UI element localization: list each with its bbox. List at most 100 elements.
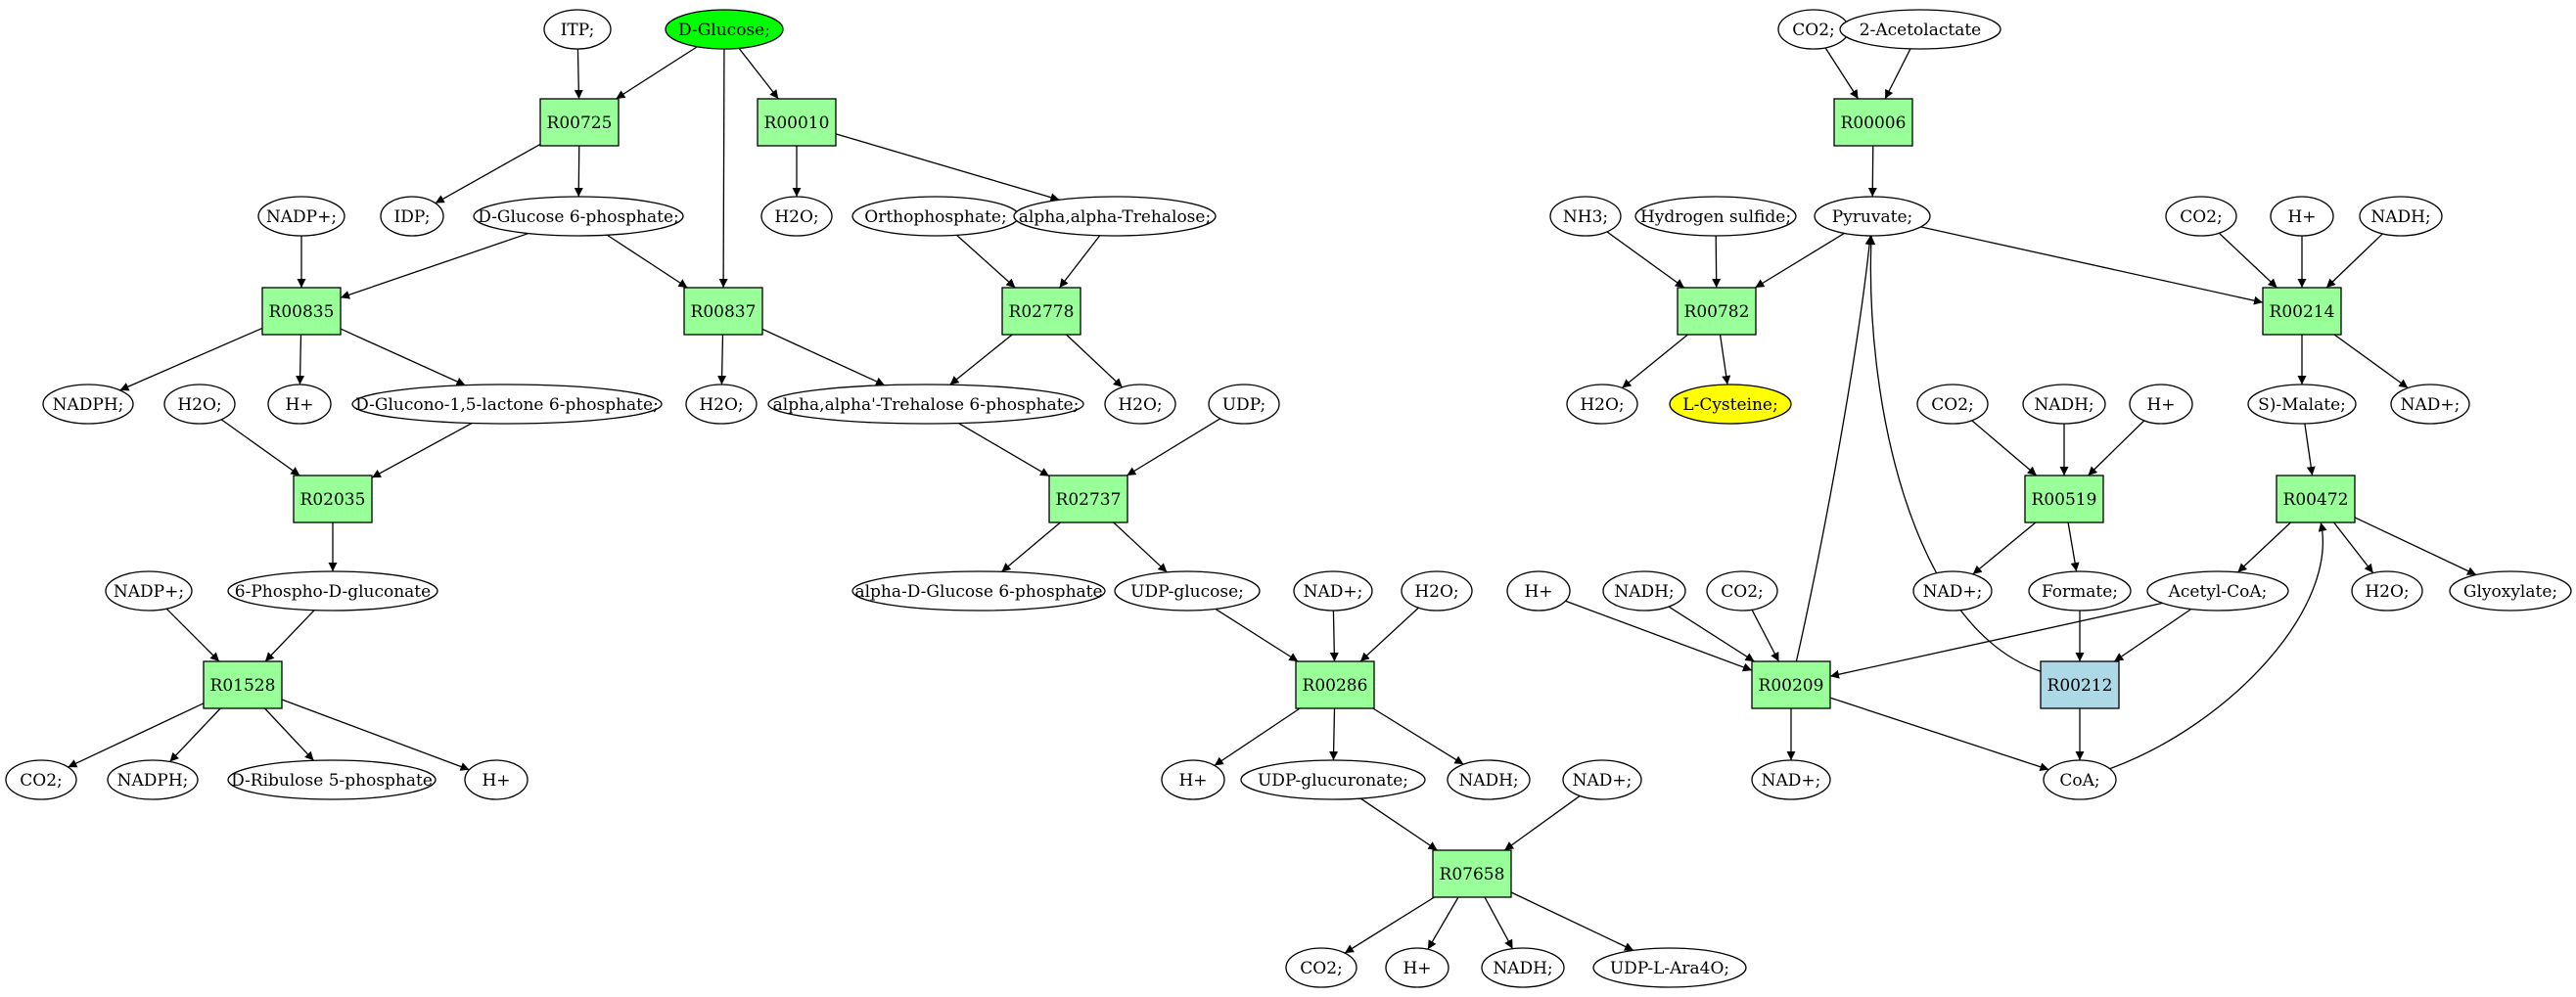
metabolite-ellipse	[1912, 570, 1993, 612]
node-label: NAD+;	[1762, 771, 1821, 791]
edge-r00782-to-lcys	[1719, 334, 1731, 385]
node-label: H2O;	[1414, 582, 1458, 602]
edge-pglc-to-r01528	[264, 610, 315, 662]
edge-ortho-to-r02778	[956, 234, 1016, 289]
metabolite-ellipse	[1634, 196, 1797, 237]
node-label: Glyoxylate;	[2463, 582, 2557, 602]
metabolite-ellipse	[2449, 570, 2572, 612]
metabolite-node-h2o_c: H2O;	[685, 384, 758, 425]
edge-r01528-to-ru5p	[264, 707, 314, 761]
metabolite-ellipse	[5, 759, 77, 800]
metabolite-ellipse	[1839, 9, 2001, 50]
node-label: IDP;	[394, 207, 431, 227]
metabolite-ellipse	[1549, 196, 1622, 237]
metabolite-ellipse	[1814, 196, 1931, 237]
node-label: H+	[2146, 395, 2175, 415]
metabolite-ellipse	[464, 759, 529, 800]
edge-nad2-to-r07658	[1503, 794, 1581, 851]
node-label: D-Glucose 6-phosphate;	[478, 207, 679, 227]
node-label: R00006	[1841, 113, 1907, 133]
metabolite-node-udpg: UDP-glucose;	[1114, 570, 1261, 612]
node-label: NADP+;	[266, 207, 337, 227]
edge-dglc-to-r00837	[718, 48, 728, 289]
node-label: NADH;	[2034, 395, 2093, 415]
reaction-node-r02737: R02737	[1048, 475, 1128, 523]
metabolite-node-hp7: H+	[1506, 570, 1571, 612]
metabolite-ellipse	[2390, 384, 2470, 425]
node-label: R02778	[1009, 302, 1075, 322]
metabolite-node-accoa: Acetyl-CoA;	[2146, 570, 2289, 612]
metabolite-ellipse	[351, 384, 663, 425]
metabolite-node-nad3: NAD+;	[2390, 384, 2470, 425]
node-label: D-Glucono-1,5-lactone 6-phosphate;	[355, 395, 659, 415]
node-label: H2O;	[177, 395, 221, 415]
node-label: UDP-glucose;	[1130, 582, 1244, 602]
metabolite-node-hp6: H+	[2129, 384, 2193, 425]
edge-r02778-to-h2o_d	[1066, 334, 1124, 388]
metabolite-ellipse	[267, 384, 332, 425]
metabolite-node-t6p: alpha,alpha'-Trehalose 6-phosphate;	[767, 384, 1084, 425]
metabolite-ellipse	[1669, 384, 1792, 425]
reaction-box	[2276, 475, 2356, 523]
metabolite-node-h2o_g: H2O;	[2351, 570, 2423, 612]
reaction-node-r00472: R00472	[2276, 475, 2356, 523]
node-label: H+	[1403, 959, 1431, 978]
reaction-node-r00010: R00010	[757, 98, 837, 147]
edge-gl6p-to-r02035	[371, 422, 473, 478]
metabolite-ellipse	[473, 196, 684, 237]
metabolite-node-nadh2: NADH;	[1481, 947, 1565, 988]
edge-r00212-to-pyr	[1866, 235, 2042, 672]
edge-coa-to-r00472	[2109, 521, 2327, 770]
metabolite-ellipse	[1104, 384, 1176, 425]
node-label: CO2;	[1300, 959, 1343, 978]
node-label: alpha-D-Glucose 6-phosphate	[854, 582, 1102, 602]
node-label: H2O;	[2365, 582, 2409, 602]
node-label: 2-Acetolactate	[1860, 21, 1981, 40]
node-label: H+	[2287, 207, 2316, 227]
metabolite-ellipse	[665, 9, 784, 50]
edge-r00835-to-gl6p	[340, 328, 466, 386]
metabolite-ellipse	[163, 384, 236, 425]
edge-nadp2-to-r01528	[165, 608, 220, 662]
node-label: NADP+;	[114, 582, 184, 602]
node-label: NADH;	[1458, 771, 1518, 791]
metabolite-ellipse	[1592, 947, 1747, 988]
edge-co2_4-to-r00214	[2218, 232, 2277, 289]
node-label: NAD+;	[1304, 582, 1363, 602]
node-label: NH3;	[1563, 207, 1608, 227]
reaction-node-r00835: R00835	[261, 287, 342, 336]
node-label: CO2;	[1721, 582, 1764, 602]
reaction-box	[1751, 660, 1831, 709]
node-label: H+	[1178, 771, 1207, 791]
edge-dglc-to-r00725	[616, 46, 698, 100]
edge-r00209-to-pyr	[1795, 235, 1874, 662]
metabolite-node-smal: S)-Malate;	[2247, 384, 2357, 425]
edge-r00209-to-coa	[1829, 697, 2049, 772]
reaction-box	[1432, 849, 1512, 898]
node-label: R00209	[1759, 676, 1824, 696]
node-label: CO2;	[1792, 21, 1835, 40]
metabolite-node-hp1: H+	[267, 384, 332, 425]
node-label: alpha,alpha'-Trehalose 6-phosphate;	[773, 395, 1080, 415]
metabolite-ellipse	[1401, 570, 1473, 612]
metabolite-ellipse	[2146, 570, 2289, 612]
edge-treh-to-r02778	[1059, 235, 1101, 289]
metabolite-node-hp3: H+	[1161, 759, 1225, 800]
metabolite-node-h2o_b: H2O;	[163, 384, 236, 425]
metabolite-ellipse	[2165, 196, 2237, 237]
edge-r01528-to-co2_1	[68, 702, 205, 768]
metabolite-ellipse	[1285, 947, 1357, 988]
edge-r07658-to-co2_2	[1344, 896, 1435, 954]
node-label: R00212	[2047, 676, 2113, 696]
metabolite-node-nh3: NH3;	[1549, 196, 1622, 237]
metabolite-ellipse	[105, 570, 193, 612]
metabolite-ellipse	[2028, 570, 2132, 612]
node-label: R00835	[269, 302, 335, 322]
node-label: UDP;	[1222, 395, 1266, 415]
node-label: Pyruvate;	[1832, 207, 1912, 227]
reaction-node-r00209: R00209	[1751, 660, 1831, 709]
node-label: alpha,alpha-Trehalose;	[1019, 207, 1211, 227]
edge-r00472-to-h2o_g	[2333, 521, 2374, 574]
node-label: R00837	[691, 302, 757, 322]
metabolite-node-hp4: H+	[1385, 947, 1449, 988]
